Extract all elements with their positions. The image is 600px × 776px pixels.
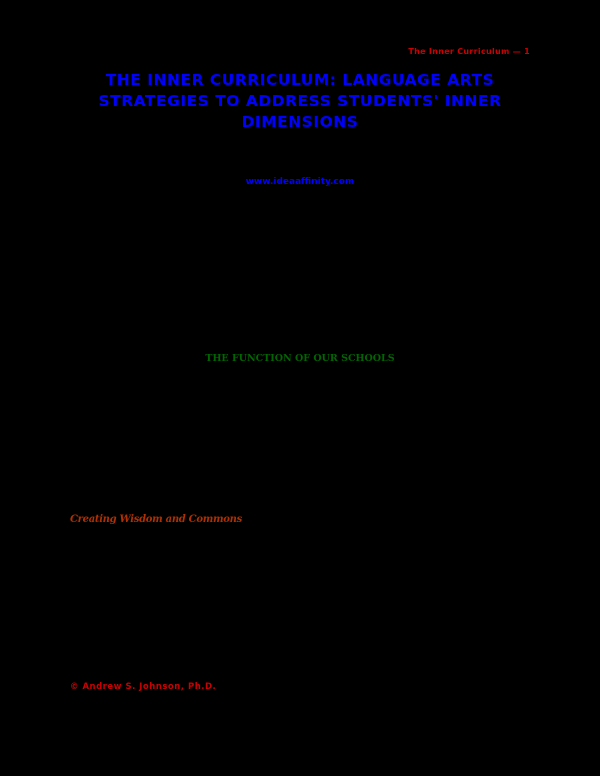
copyright-footer: © Andrew S. Johnson, Ph.D.	[70, 682, 217, 692]
section-heading: THE FUNCTION OF OUR SCHOOLS	[205, 353, 395, 364]
running-header: The Inner Curriculum — 1	[408, 47, 530, 56]
subsection-heading: Creating Wisdom and Commons	[70, 514, 242, 525]
author-byline: www.ideaaffinity.com	[245, 177, 355, 187]
document-title: THE INNER CURRICULUM: LANGUAGE ARTS STRA…	[98, 71, 502, 131]
